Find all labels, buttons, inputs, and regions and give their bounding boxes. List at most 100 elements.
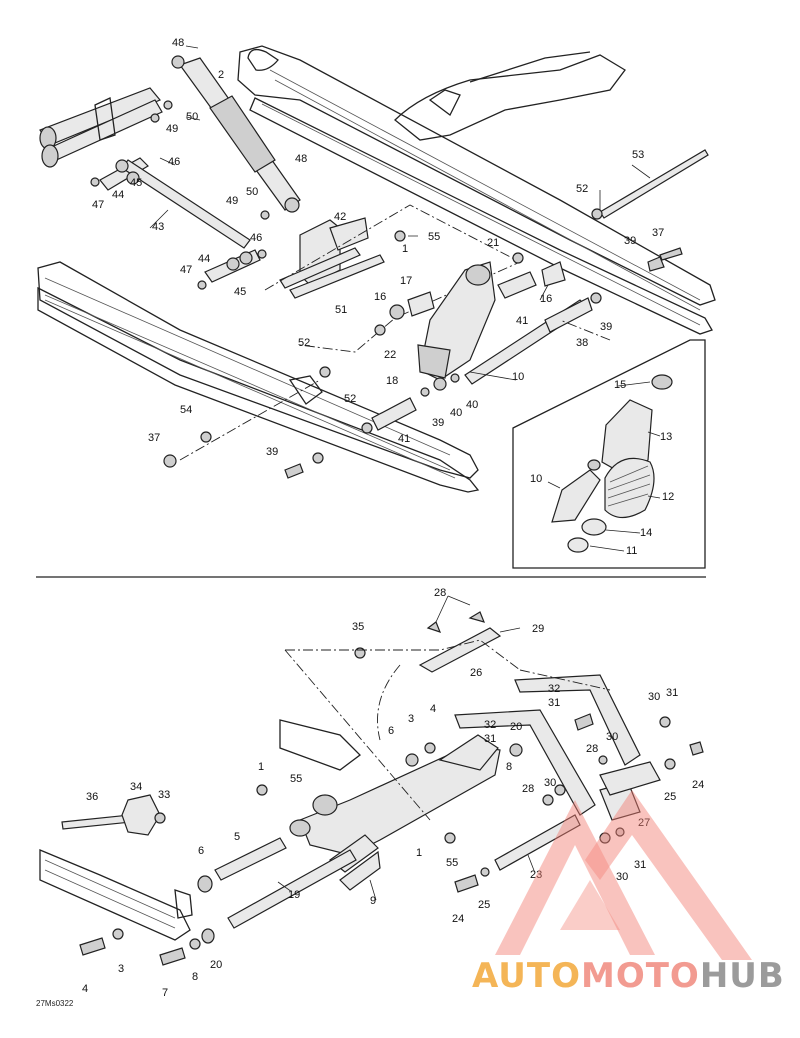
callout: 44 bbox=[198, 253, 210, 265]
callout: 4 bbox=[430, 703, 436, 715]
callout: 27 bbox=[638, 817, 650, 829]
callout: 3 bbox=[408, 713, 414, 725]
callout: 16 bbox=[540, 293, 552, 305]
callout: 49 bbox=[226, 195, 238, 207]
callout: 48 bbox=[172, 37, 184, 49]
callout: 39 bbox=[266, 446, 278, 458]
callout: 41 bbox=[398, 433, 410, 445]
callout: 38 bbox=[576, 337, 588, 349]
front-arm bbox=[39, 87, 163, 168]
callout: 50 bbox=[246, 186, 258, 198]
callout: 23 bbox=[530, 869, 542, 881]
callout: 6 bbox=[388, 725, 394, 737]
callout: 49 bbox=[166, 123, 178, 135]
callout: 55 bbox=[290, 773, 302, 785]
callout: 34 bbox=[130, 781, 142, 793]
callout: 4 bbox=[82, 983, 88, 995]
top-assembly bbox=[37, 45, 716, 493]
watermark-part2: MOTO bbox=[581, 956, 700, 996]
callout: 36 bbox=[86, 791, 98, 803]
callout: 24 bbox=[452, 913, 464, 925]
callout: 31 bbox=[666, 687, 678, 699]
callout: 30 bbox=[648, 691, 660, 703]
callout: 44 bbox=[112, 189, 124, 201]
watermark-part1: AUTO bbox=[472, 956, 581, 996]
callout: 9 bbox=[370, 895, 376, 907]
callout: 20 bbox=[510, 721, 522, 733]
watermark-text: AUTOMOTOHUB bbox=[472, 956, 785, 996]
callout: 40 bbox=[450, 407, 462, 419]
callout: 47 bbox=[180, 264, 192, 276]
callout: 30 bbox=[616, 871, 628, 883]
rear-shafts bbox=[361, 292, 602, 434]
callout: 28 bbox=[434, 587, 446, 599]
callout: 31 bbox=[484, 733, 496, 745]
bottom-assembly bbox=[39, 611, 704, 966]
callout: 39 bbox=[432, 417, 444, 429]
callout: 2 bbox=[218, 69, 224, 81]
callout: 41 bbox=[516, 315, 528, 327]
callout: 46 bbox=[168, 156, 180, 168]
callout: 37 bbox=[148, 432, 160, 444]
callout: 1 bbox=[416, 847, 422, 859]
callout: 13 bbox=[660, 431, 672, 443]
callout: 14 bbox=[640, 527, 652, 539]
callout: 21 bbox=[487, 237, 499, 249]
callout: 39 bbox=[600, 321, 612, 333]
callout: 52 bbox=[344, 393, 356, 405]
rear-shock bbox=[374, 261, 566, 381]
callout: 52 bbox=[576, 183, 588, 195]
callout: 45 bbox=[130, 177, 142, 189]
callout: 8 bbox=[506, 761, 512, 773]
callout: 19 bbox=[288, 889, 300, 901]
callout: 31 bbox=[548, 697, 560, 709]
callout: 17 bbox=[400, 275, 412, 287]
callout: 46 bbox=[250, 232, 262, 244]
callout: 25 bbox=[478, 899, 490, 911]
figure-code: 27Ms0322 bbox=[36, 999, 74, 1008]
callout: 26 bbox=[470, 667, 482, 679]
callout: 37 bbox=[652, 227, 664, 239]
callout: 1 bbox=[402, 243, 408, 255]
callout: 39 bbox=[624, 235, 636, 247]
callout: 28 bbox=[586, 743, 598, 755]
callout: 33 bbox=[158, 789, 170, 801]
callout: 40 bbox=[466, 399, 478, 411]
callout: 10 bbox=[512, 371, 524, 383]
callout: 18 bbox=[386, 375, 398, 387]
callout: 51 bbox=[335, 304, 347, 316]
callout: 1 bbox=[258, 761, 264, 773]
callout: 55 bbox=[446, 857, 458, 869]
shock-detail-inset bbox=[512, 339, 706, 569]
callout: 28 bbox=[522, 783, 534, 795]
callout: 3 bbox=[118, 963, 124, 975]
callout: 5 bbox=[234, 831, 240, 843]
inset-callouts: 15 13 10 12 14 11 bbox=[530, 379, 674, 557]
warning-triangle-logo bbox=[495, 790, 752, 960]
callout: 22 bbox=[384, 349, 396, 361]
front-shock bbox=[171, 55, 301, 213]
callout: 7 bbox=[162, 987, 168, 999]
link-rods bbox=[90, 100, 270, 290]
callout: 30 bbox=[606, 731, 618, 743]
top-callouts: 48 2 50 49 46 48 45 44 47 43 49 50 42 1 … bbox=[92, 37, 664, 458]
callout: 29 bbox=[532, 623, 544, 635]
callout: 20 bbox=[210, 959, 222, 971]
callout: 35 bbox=[352, 621, 364, 633]
callout: 50 bbox=[186, 111, 198, 123]
watermark: AUTOMOTOHUB bbox=[472, 790, 785, 996]
callout: 8 bbox=[192, 971, 198, 983]
callout: 32 bbox=[548, 683, 560, 695]
callout: 45 bbox=[234, 286, 246, 298]
callout: 55 bbox=[428, 231, 440, 243]
callout: 53 bbox=[632, 149, 644, 161]
callout: 47 bbox=[92, 199, 104, 211]
callout: 43 bbox=[152, 221, 164, 233]
bottom-callouts: 28 29 35 26 32 31 4 32 31 3 6 20 30 31 1… bbox=[82, 587, 704, 999]
callout: 12 bbox=[662, 491, 674, 503]
callout: 10 bbox=[530, 473, 542, 485]
callout: 54 bbox=[180, 404, 192, 416]
callout: 52 bbox=[298, 337, 310, 349]
center-bracket bbox=[279, 217, 406, 299]
